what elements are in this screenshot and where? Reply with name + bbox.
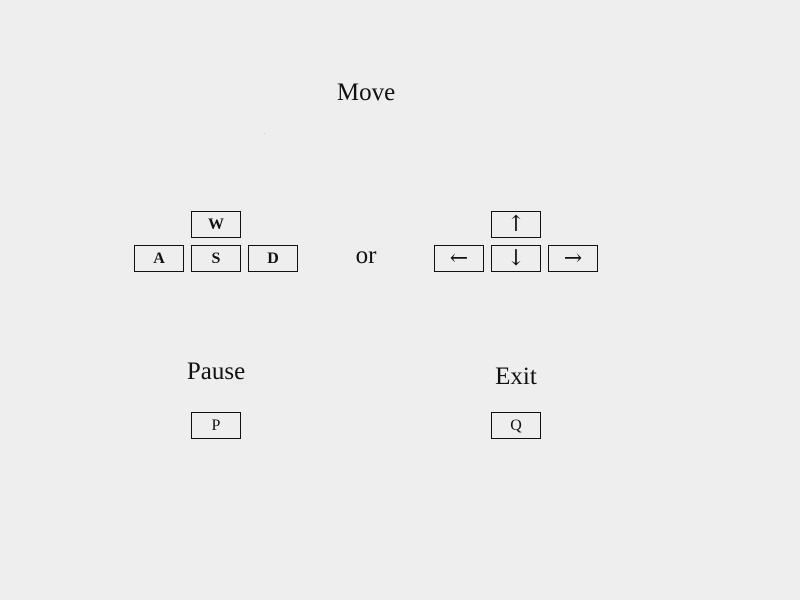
key-arrow-up-icon: ↑	[491, 211, 541, 238]
move-heading: Move	[336, 79, 396, 106]
background-speck	[264, 133, 265, 134]
key-arrow-down-icon: ↓	[491, 245, 541, 272]
pause-heading: Pause	[186, 358, 246, 385]
key-arrow-left-icon: ←	[434, 245, 484, 272]
key-s: S	[191, 245, 241, 272]
key-a: A	[134, 245, 184, 272]
key-p: P	[191, 412, 241, 439]
key-w: W	[191, 211, 241, 238]
exit-heading: Exit	[495, 363, 537, 390]
key-q: Q	[491, 412, 541, 439]
key-d: D	[248, 245, 298, 272]
key-arrow-right-icon: →	[548, 245, 598, 272]
or-separator: or	[355, 242, 377, 269]
